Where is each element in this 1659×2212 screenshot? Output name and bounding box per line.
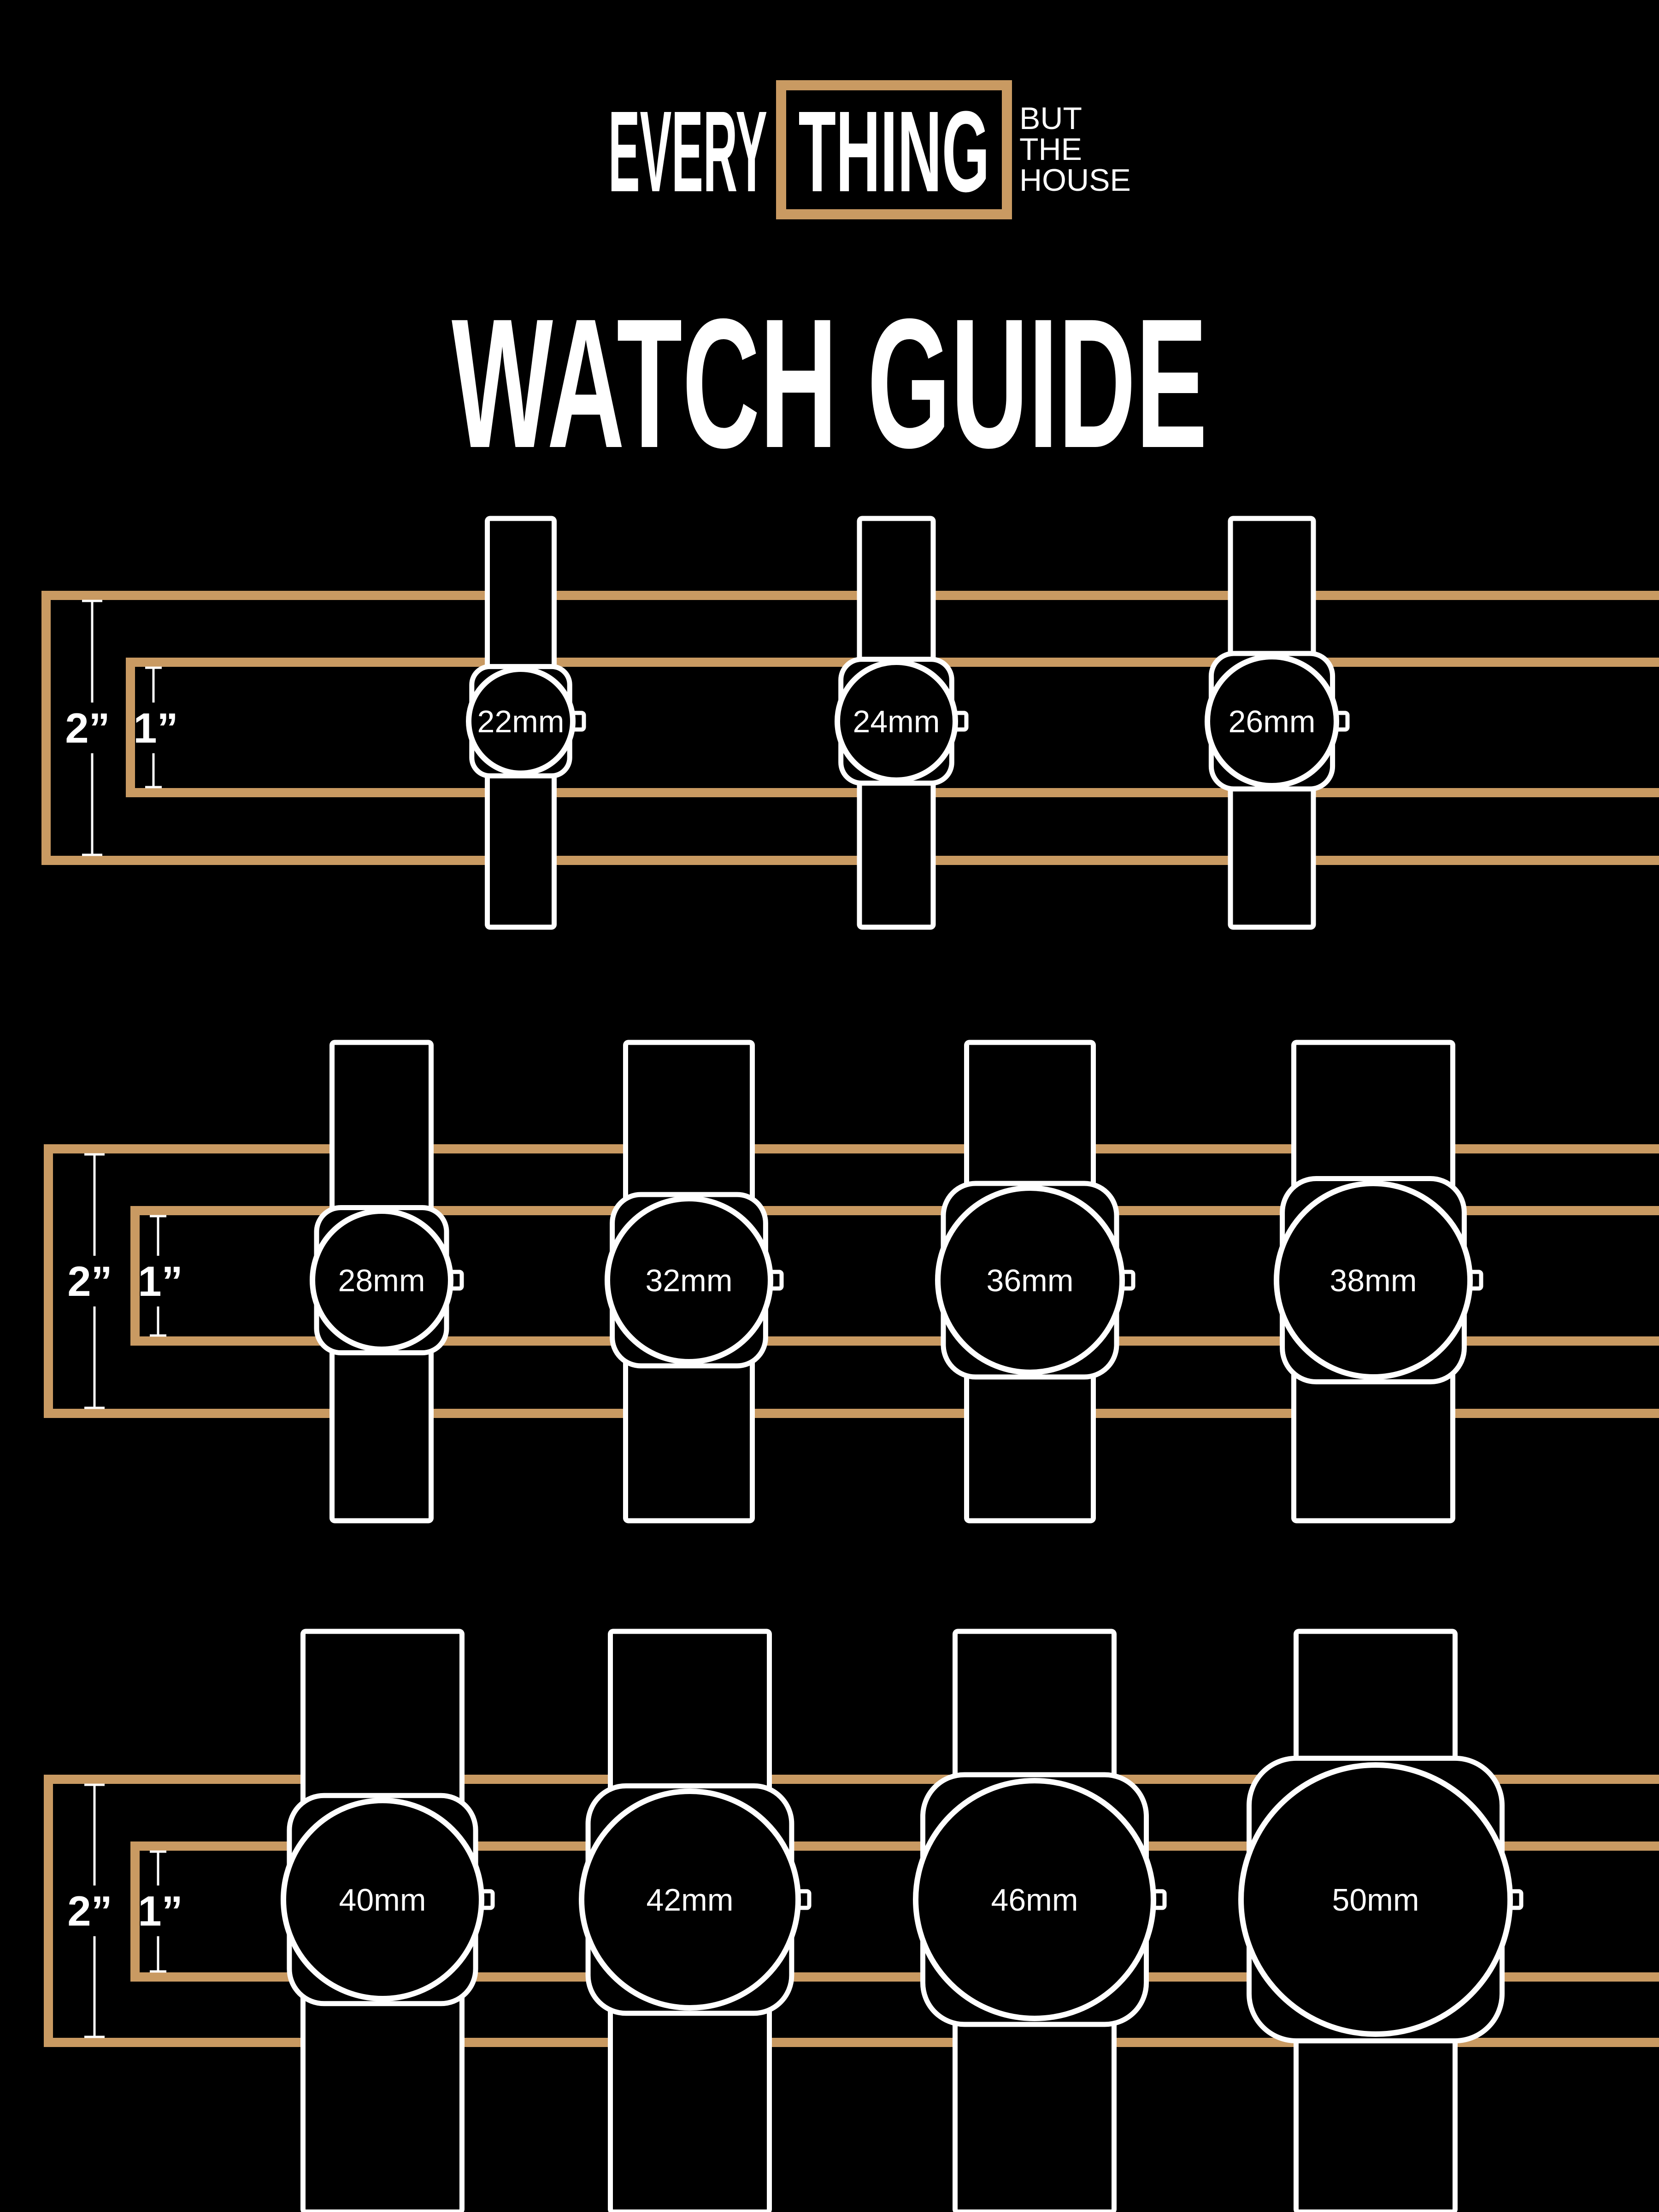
watch-46mm: 46mm <box>913 1629 1167 2212</box>
watch-dial <box>835 659 958 783</box>
watch-22mm: 22mm <box>466 516 586 930</box>
page-title: WATCH GUIDE <box>452 280 1207 486</box>
scale-bar-1-inch <box>130 1206 1659 1346</box>
watch-size-label: 46mm <box>991 1883 1078 1918</box>
watch-size-label: 22mm <box>477 704 565 739</box>
label-backdrop <box>140 1256 179 1306</box>
watch-38mm: 38mm <box>1274 1040 1483 1524</box>
watch-50mm: 50mm <box>1238 1629 1524 2212</box>
watch-rows: 2” 1” 22mm 24mm 26mm 2” 1” 28mm 32mm 36mm 38mm 2” 1”… <box>41 516 1659 2212</box>
watch-dial <box>281 1798 484 2001</box>
scale-label-2-inch: 2” <box>67 1258 112 1305</box>
brand-logo: EVERY THING BUT THE HOUSE <box>608 80 1131 219</box>
watch-row-2: 2” 1” 28mm 32mm 36mm 38mm <box>44 1040 1659 1524</box>
watch-28mm: 28mm <box>310 1040 464 1524</box>
watch-26mm: 26mm <box>1205 516 1350 930</box>
watch-size-label: 40mm <box>339 1883 426 1918</box>
label-backdrop <box>140 1885 179 1936</box>
scale-label-1-inch: 1” <box>133 705 178 752</box>
label-backdrop <box>67 1885 113 1936</box>
watch-size-label: 42mm <box>647 1883 734 1918</box>
label-backdrop <box>67 1256 113 1306</box>
watch-42mm: 42mm <box>579 1629 812 2212</box>
watch-dial <box>935 1185 1125 1375</box>
label-backdrop <box>65 702 111 753</box>
watch-32mm: 32mm <box>605 1040 784 1524</box>
watch-size-label: 28mm <box>338 1263 425 1298</box>
logo-tagline-2: THE <box>1019 132 1082 167</box>
watch-row-3: 2” 1” 40mm 42mm 46mm 50mm <box>44 1629 1659 2212</box>
logo-tagline-3: HOUSE <box>1019 163 1131 198</box>
watch-dial <box>1238 1762 1513 2037</box>
scale-bar-2-inch <box>44 1775 1659 2047</box>
watch-24mm: 24mm <box>835 516 969 930</box>
label-backdrop <box>135 702 174 753</box>
logo-frame <box>776 80 1012 219</box>
scale-bar-2-inch <box>44 1144 1659 1418</box>
watch-dial <box>1205 654 1339 788</box>
logo-thing: THING <box>799 87 990 216</box>
watch-dial <box>310 1208 453 1352</box>
scale-label-2-inch: 2” <box>67 1888 112 1935</box>
scale-label-2-inch: 2” <box>65 705 110 752</box>
logo-tagline-1: BUT <box>1019 101 1082 136</box>
watch-dial <box>1274 1181 1473 1380</box>
watch-36mm: 36mm <box>935 1040 1135 1524</box>
scale-label-1-inch: 1” <box>138 1258 182 1305</box>
watch-dial <box>579 1788 801 2011</box>
watch-size-label: 26mm <box>1229 704 1316 739</box>
watch-row-1: 2” 1” 22mm 24mm 26mm <box>41 516 1659 930</box>
watch-dial <box>913 1778 1156 2021</box>
watch-size-label: 32mm <box>646 1263 733 1298</box>
watch-dial <box>605 1196 773 1365</box>
scale-bar-1-inch <box>130 1841 1659 1982</box>
watch-size-label: 24mm <box>853 704 940 739</box>
logo-every: EVERY <box>608 87 767 216</box>
scale-bar-2-inch <box>41 591 1659 865</box>
watch-dial <box>466 666 576 776</box>
watch-size-label: 38mm <box>1330 1263 1417 1298</box>
scale-label-1-inch: 1” <box>138 1888 182 1935</box>
watch-size-label: 50mm <box>1332 1883 1419 1918</box>
watch-size-label: 36mm <box>987 1263 1074 1298</box>
watch-40mm: 40mm <box>281 1629 495 2212</box>
